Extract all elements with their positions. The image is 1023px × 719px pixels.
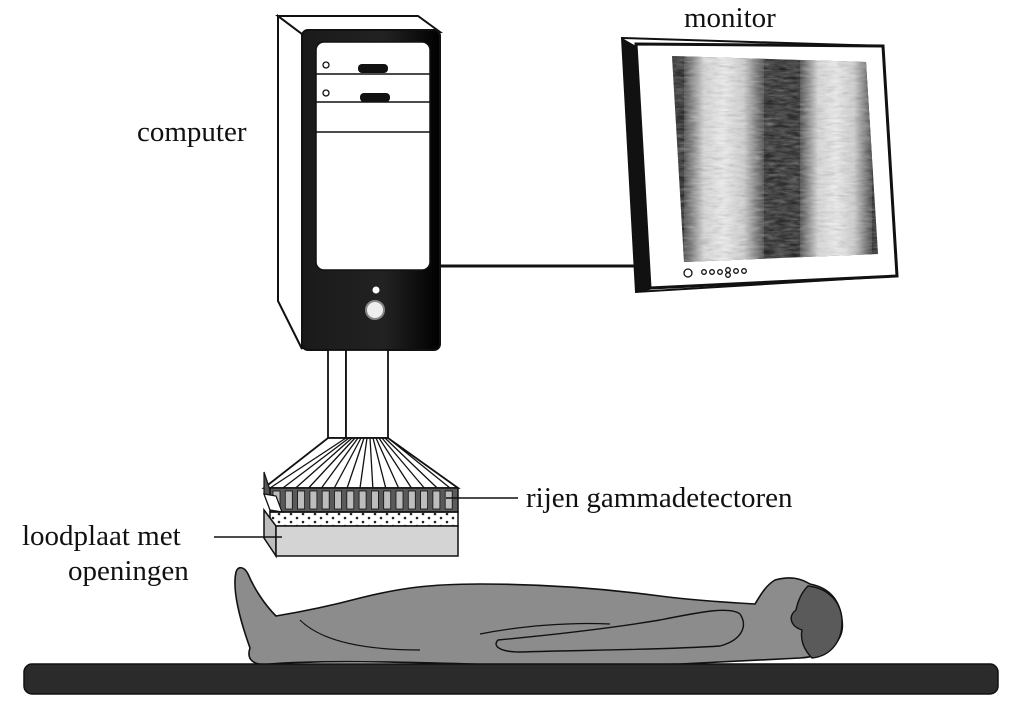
detector-wire: [346, 437, 365, 489]
detector-wire: [375, 437, 400, 489]
detector-wire: [308, 437, 356, 489]
patient-silhouette-icon: [234, 566, 844, 667]
detector-cell: [297, 490, 306, 510]
computer-tower-icon: [275, 14, 444, 351]
detector-cell: [309, 490, 318, 510]
detector-cell: [383, 490, 392, 510]
label-monitor: monitor: [684, 2, 776, 34]
detector-wire: [369, 437, 374, 489]
signal-cable-column: [327, 349, 389, 439]
examination-table-icon: [23, 663, 999, 695]
detector-cell: [346, 490, 355, 510]
detector-cell: [334, 490, 342, 510]
detector-cell: [358, 490, 367, 510]
label-plate-line1: loodplaat met: [22, 520, 181, 552]
detector-wire: [295, 437, 353, 489]
lead-plate-icon: [263, 493, 459, 559]
detector-cell: [321, 490, 330, 510]
detector-wire: [384, 437, 438, 489]
detector-wire: [282, 437, 350, 489]
detector-wires: [269, 437, 451, 489]
detector-wire: [387, 437, 451, 489]
detector-cell: [432, 490, 441, 510]
gamma-detector-array-icon: [263, 471, 459, 513]
label-detectors: rijen gammadetectoren: [526, 482, 793, 514]
detector-cell: [420, 490, 429, 510]
detector-cell: [444, 490, 453, 510]
detector-wire: [381, 437, 425, 489]
scan-image: [672, 56, 878, 262]
detector-wire: [378, 437, 412, 489]
detector-wire: [333, 437, 362, 489]
detector-wire: [269, 437, 347, 489]
detector-cell: [395, 490, 404, 510]
label-computer: computer: [137, 116, 247, 148]
detector-cell: [284, 490, 293, 510]
monitor-icon: [620, 36, 899, 294]
detector-wire: [372, 437, 387, 489]
monitor-controls: [683, 267, 747, 278]
detector-wire: [320, 437, 359, 489]
detector-cell: [407, 490, 416, 510]
detector-cell: [370, 490, 379, 510]
label-plate-line2: openingen: [68, 555, 189, 587]
detector-wire: [359, 437, 368, 489]
